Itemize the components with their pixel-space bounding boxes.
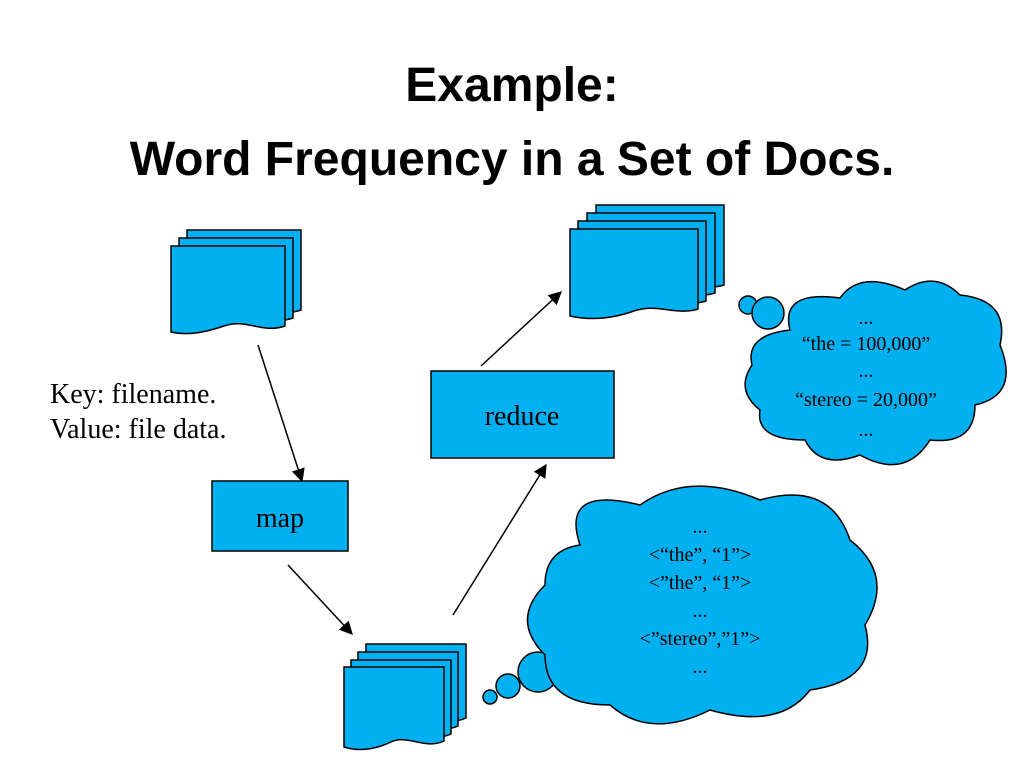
slide-title-line-2: Word Frequency in a Set of Docs. — [129, 133, 895, 186]
output-line-1: ... — [859, 307, 874, 329]
reduce-label: reduce — [485, 401, 560, 432]
output-bubble-text: ... “the = 100,000” ... “stereo = 20,000… — [795, 307, 937, 441]
intermediate-line-6: ... — [693, 656, 708, 678]
output-line-2: “the = 100,000” — [802, 333, 930, 355]
arrow-input-to-map — [257, 344, 305, 483]
map-box: map — [211, 480, 349, 552]
intermediate-documents-icon — [343, 643, 467, 751]
intermediate-line-3: <”the”, “1”> — [649, 572, 752, 594]
input-value-annotation: Value: file data. — [50, 414, 227, 445]
reduce-box: reduce — [430, 370, 615, 459]
input-documents-icon — [170, 229, 302, 335]
output-line-3: ... — [859, 360, 874, 382]
intermediate-line-1: ... — [693, 516, 708, 538]
arrow-intermediate-to-reduce — [452, 463, 547, 616]
output-thought-bubble — [738, 280, 1007, 466]
arrow-map-to-intermediate — [287, 564, 353, 635]
map-label: map — [256, 503, 304, 534]
output-line-5: ... — [859, 419, 874, 441]
intermediate-line-2: <“the”, “1”> — [649, 544, 752, 566]
intermediate-line-5: <”stereo”,”1”> — [640, 628, 761, 650]
intermediate-thought-bubble — [482, 485, 878, 725]
slide-title-line-1: Example: — [405, 59, 619, 112]
output-line-4: “stereo = 20,000” — [795, 389, 937, 411]
arrow-reduce-to-output — [480, 291, 562, 367]
output-documents-icon — [569, 204, 725, 320]
intermediate-line-4: ... — [693, 600, 708, 622]
input-key-annotation: Key: filename. — [50, 379, 217, 410]
intermediate-bubble-text: ... <“the”, “1”> <”the”, “1”> ... <”ster… — [640, 516, 761, 678]
